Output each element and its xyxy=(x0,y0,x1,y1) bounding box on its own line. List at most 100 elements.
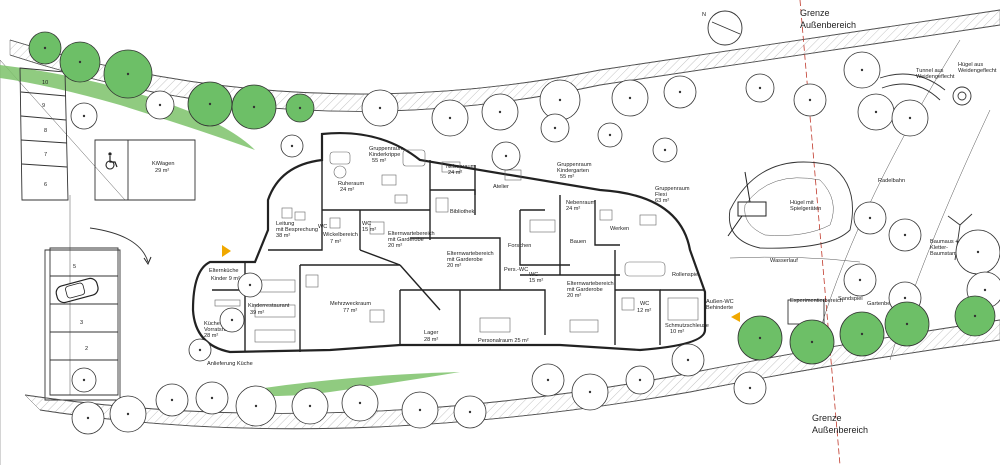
tree-trunk-icon xyxy=(588,390,592,394)
room-name: Atelier xyxy=(493,184,509,190)
room-area: 20 m² xyxy=(388,243,402,249)
room-name: Gruppenraum xyxy=(557,162,592,168)
room-name: mit Besprechung xyxy=(276,227,318,233)
tree-trunk-icon xyxy=(252,105,256,109)
tree-trunk-icon xyxy=(976,250,980,254)
room-name: Elternwartebereich xyxy=(567,281,614,287)
parking-number: 5 xyxy=(73,264,76,270)
kiwagen-shed: KiWagen 29 m² xyxy=(94,139,196,201)
room-name: WC xyxy=(640,301,649,307)
tree-trunk-icon xyxy=(908,116,912,120)
room-name: Mehrzweckraum xyxy=(330,301,371,307)
room-area: 15 m² xyxy=(529,278,543,284)
room-area: 39 m² xyxy=(250,310,264,316)
room-area: 10 m² xyxy=(670,329,684,335)
entrance-marker-icon xyxy=(222,245,231,257)
room-name: Gruppenraum xyxy=(369,146,404,152)
tree-trunk-icon xyxy=(546,378,550,382)
boundary-label: Außenbereich xyxy=(800,20,856,30)
tree-trunk-icon xyxy=(358,401,362,405)
tree-trunk-icon xyxy=(208,102,212,106)
room-area: 38 m² xyxy=(276,233,290,239)
room-name: KiWagen xyxy=(152,161,175,167)
tree-trunk-icon xyxy=(298,106,302,110)
room-area: 55 m² xyxy=(560,174,574,180)
tree-trunk-icon xyxy=(448,116,452,120)
tree-trunk-icon xyxy=(198,348,202,352)
room-name: Bibliothek xyxy=(450,209,474,215)
tree-trunk-icon xyxy=(638,378,642,382)
tree-trunk-icon xyxy=(860,68,864,72)
room-name: Forschen xyxy=(508,243,531,249)
tree-trunk-icon xyxy=(758,86,762,90)
outdoor-label: Sandspiel xyxy=(838,296,863,302)
room-name: Küche mit xyxy=(204,321,229,327)
building: Ruheraum 24 m² Gruppenraum Kinderkrippe … xyxy=(191,131,740,367)
parking-number: 2 xyxy=(85,346,88,352)
boundary-label: Grenze xyxy=(812,413,842,423)
tree-trunk-icon xyxy=(686,358,690,362)
room-area: 24 m² xyxy=(340,187,354,193)
tree-trunk-icon xyxy=(748,386,752,390)
room-area: 28 m² xyxy=(204,333,218,339)
boundary-line xyxy=(799,0,841,465)
room-area: 20 m² xyxy=(447,263,461,269)
room-name: Kinderkrippe xyxy=(369,152,400,158)
room-name: Kindergarten xyxy=(557,168,589,174)
tree-trunk-icon xyxy=(170,398,174,402)
room-name: mit Garderobe xyxy=(447,257,483,263)
parking-bottom: 5 4 3 2 1 xyxy=(49,247,119,396)
room-name: mit Garderobe xyxy=(567,287,603,293)
room-name: Bauen xyxy=(570,239,586,245)
room-name: Anlieferung Küche xyxy=(207,361,253,367)
tree-trunk-icon xyxy=(126,72,130,76)
room-area: 29 m² xyxy=(155,168,169,174)
room-area: 12 m² xyxy=(637,308,651,314)
north-arrow-icon: N xyxy=(702,10,743,46)
parking-number: 8 xyxy=(44,128,47,134)
parking-number: 7 xyxy=(44,152,47,158)
furniture xyxy=(214,149,699,343)
outdoor-label: Baumaus + xyxy=(930,239,958,245)
room-area: 7 m² xyxy=(330,239,341,245)
tree-trunk-icon xyxy=(810,340,814,344)
tree-trunk-icon xyxy=(43,46,47,50)
wheelchair-icon xyxy=(105,152,118,170)
room-name: mit Garderobe xyxy=(388,237,424,243)
room-area: Kinder 9 m² xyxy=(211,276,240,282)
tree-trunk-icon xyxy=(758,336,762,340)
tree-trunk-icon xyxy=(308,404,312,408)
tree-trunk-icon xyxy=(983,288,987,292)
room-name: Werken xyxy=(610,226,629,232)
room-name: Gruppenraum xyxy=(655,186,690,192)
parking-number: 9 xyxy=(42,103,45,109)
room-area: 24 m² xyxy=(448,170,462,176)
tree-trunk-icon xyxy=(158,103,162,107)
tree-trunk-icon xyxy=(378,106,382,110)
room-area: 15 m² xyxy=(362,227,376,233)
parking-number: 10 xyxy=(42,80,48,86)
direction-arrow-icon xyxy=(89,227,152,266)
tree-trunk-icon xyxy=(905,322,909,326)
tree-trunk-icon xyxy=(903,233,907,237)
tree-trunk-icon xyxy=(82,114,86,118)
outdoor-label: Weidengeflecht xyxy=(958,68,997,74)
tree-trunk-icon xyxy=(973,314,977,318)
room-name: WC xyxy=(318,224,327,230)
outdoor-features: Tunnel aus Weidengeflecht Hügel aus Weid… xyxy=(727,62,997,325)
parking-top: 10 9 8 7 6 xyxy=(19,67,69,201)
tree-trunk-icon xyxy=(468,410,472,414)
outdoor-label: Hügel mit xyxy=(790,200,814,206)
outdoor-label: Weidengeflecht xyxy=(916,74,955,80)
trees xyxy=(28,31,1000,435)
outdoor-label: Kletter- xyxy=(930,245,948,251)
room-area: 77 m² xyxy=(343,308,357,314)
tree-trunk-icon xyxy=(254,404,258,408)
outdoor-label: Spielgeräten xyxy=(790,206,821,212)
tree-trunk-icon xyxy=(553,126,557,130)
room-name: Wickelbereich xyxy=(323,232,358,238)
room-name: Leitung xyxy=(276,221,294,227)
tree-trunk-icon xyxy=(868,216,872,220)
room-area: 55 m² xyxy=(372,158,386,164)
